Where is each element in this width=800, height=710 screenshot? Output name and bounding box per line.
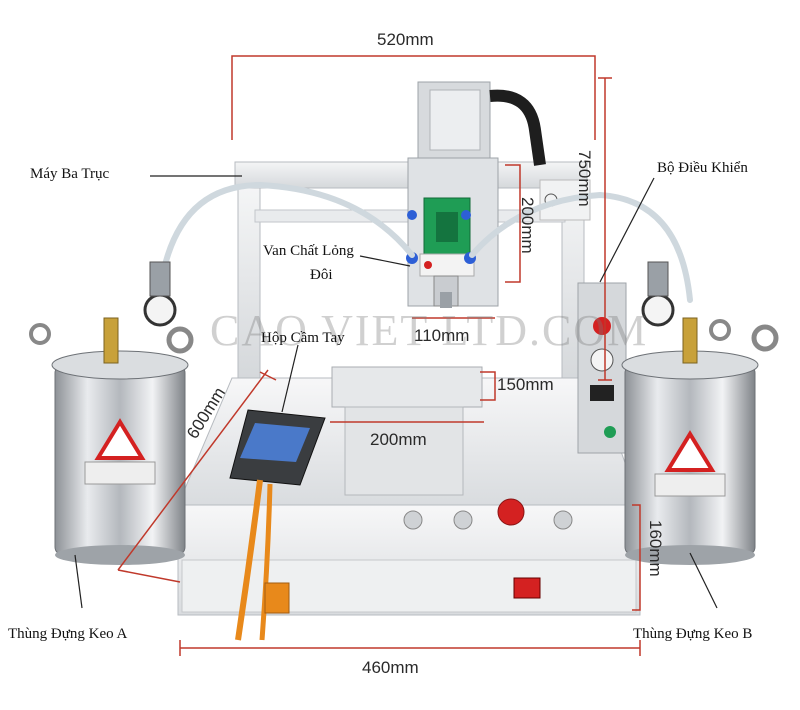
- handheld-pendant: [229, 409, 326, 641]
- fluid-hoses: [157, 181, 693, 303]
- label-controller: Bộ Điều Khiển: [657, 160, 748, 176]
- label-three-axis-machine: Máy Ba Trục: [30, 166, 110, 182]
- glue-tank-b: [621, 261, 779, 565]
- dimension-table-side: 150mm: [497, 375, 554, 394]
- glue-tank-a: [29, 261, 194, 565]
- label-glue-tank-a: Thùng Đựng Keo A: [8, 626, 128, 642]
- dimension-top-width: 520mm: [377, 30, 434, 49]
- dimension-total-height: 750mm: [575, 150, 594, 207]
- dimension-table-width: 200mm: [370, 430, 427, 449]
- dimension-head-width: 110mm: [414, 326, 470, 345]
- controller-box: [577, 282, 627, 454]
- label-handheld-box: Hộp Cầm Tay: [261, 330, 345, 346]
- dimension-z-axis: 200mm: [518, 197, 537, 254]
- dimension-base-width: 460mm: [362, 658, 419, 677]
- label-glue-tank-b: Thùng Đựng Keo B: [633, 626, 753, 642]
- callout-leaders: [74, 175, 718, 609]
- label-dual-valve-line1: Van Chất Lỏng: [263, 243, 354, 259]
- watermark: CAO VIET LTD.COM: [210, 306, 649, 355]
- dimension-lines: [117, 55, 641, 656]
- label-dual-valve-line2: Đôi: [310, 267, 333, 283]
- dimension-base-height: 160mm: [646, 520, 665, 577]
